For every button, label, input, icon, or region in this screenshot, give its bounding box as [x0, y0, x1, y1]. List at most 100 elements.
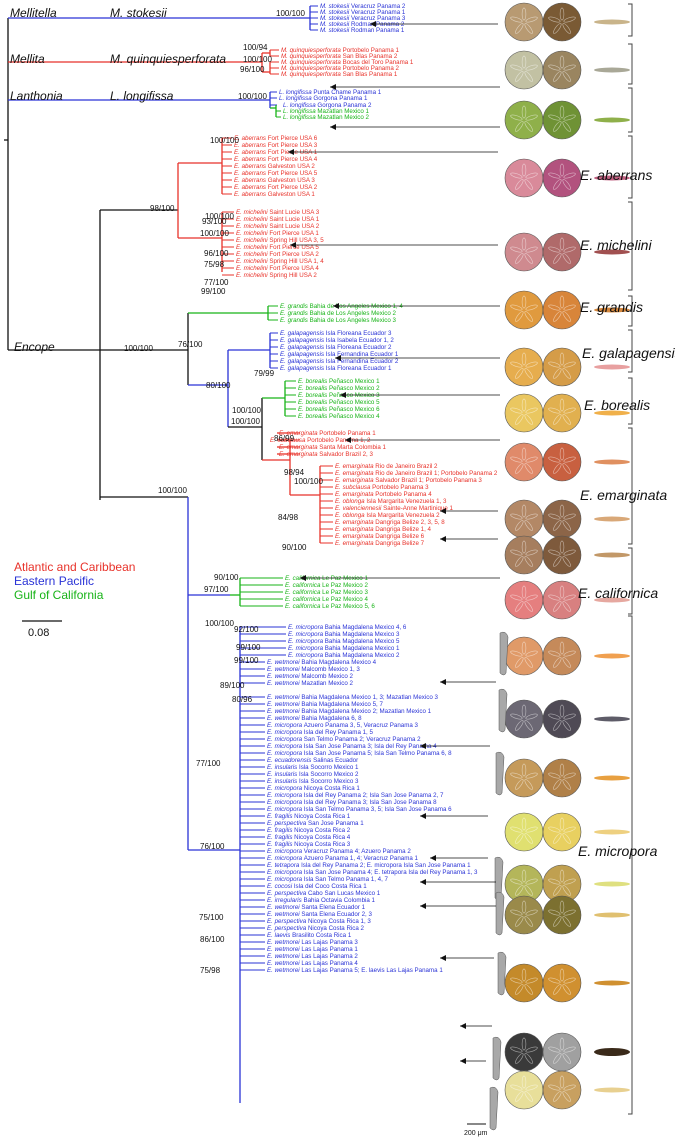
micron-scale-label: 200 μm: [464, 1130, 488, 1137]
petal-mark: [525, 826, 538, 833]
specimen-oral: [542, 699, 582, 739]
tip-label: M. stokesii Rodman Panama 2: [320, 21, 405, 28]
petal-mark: [524, 1053, 533, 1064]
specimen-oral: [542, 580, 582, 620]
petal-mark: [553, 657, 562, 668]
petal-mark: [521, 352, 527, 366]
tip-label: E. galapagensis Isla Floreana Ecuador 3: [280, 330, 392, 337]
petal-mark: [525, 246, 538, 253]
tip-label: E. subclausa Portobelo Panama 3: [335, 484, 429, 491]
petal-mark: [553, 833, 562, 844]
specimen-profile: [594, 1087, 630, 1093]
tip-label: E. micropora Isla del Rey Panama 1, 5: [267, 729, 373, 736]
petal-mark: [563, 456, 576, 463]
petal-mark: [525, 16, 538, 23]
petal-mark: [525, 114, 538, 121]
support-value: 75/100: [199, 913, 224, 922]
petal-mark: [553, 601, 562, 612]
arrow-head: [290, 242, 296, 248]
tip-label: M. stokesii Veracruz Panama 2: [320, 3, 406, 10]
tip-label: E. grandis Bahia de Los Angeles Mexico 2: [280, 310, 396, 317]
lantern-element: [495, 891, 505, 936]
petal-mark: [515, 916, 524, 927]
petal-mark: [510, 407, 523, 414]
petal-mark: [562, 556, 571, 567]
petal-mark: [525, 713, 538, 720]
specimen-aboral: [504, 699, 544, 739]
support-value: 100/100: [200, 229, 229, 238]
petal-mark: [562, 121, 571, 132]
petal-mark: [559, 763, 565, 777]
specimen-profile: [594, 1048, 630, 1056]
tip-label: M. quinquiesperforata Bocas del Toro Pan…: [281, 59, 414, 66]
specimen-oral: [542, 1032, 582, 1072]
petal-mark: [553, 121, 562, 132]
support-values: 100/100100/94100/10096/100100/100100/100…: [124, 9, 323, 975]
support-value: 80/100: [206, 381, 231, 390]
petal-mark: [521, 7, 527, 21]
petal-mark: [515, 253, 524, 264]
tip-label: E. wetmorei Santa Elena Ecuador 2, 3: [267, 911, 372, 918]
petal-mark: [515, 414, 524, 425]
clade-bracket: [628, 329, 633, 373]
arrow-head: [440, 679, 446, 685]
petal-mark: [548, 64, 561, 71]
legend-pacific: Eastern Pacific: [14, 574, 94, 588]
petal-mark: [521, 398, 527, 412]
petal-mark: [524, 779, 533, 790]
tip-label: E. californica Le Paz Mexico 2: [285, 582, 368, 589]
tip-label: E. wetmorei Las Lajas Panama 4: [267, 960, 358, 967]
support-value: 75/98: [200, 966, 221, 975]
species-label-borealis: E. borealis: [584, 397, 650, 413]
petal-mark: [515, 1091, 524, 1102]
arrow-head: [300, 575, 306, 581]
petal-mark: [521, 869, 527, 883]
support-value: 100/100: [243, 55, 272, 64]
specimen-oral: [542, 347, 582, 387]
tip-label: E. wetmorei Las Lajas Panama 3: [267, 939, 358, 946]
tip-label: E. borealis Peñasco Mexico 1: [298, 378, 380, 385]
petal-mark: [510, 713, 523, 720]
tree-branches: [4, 5, 333, 1103]
tip-label: E. laevis Brasilito Costa Rica 1: [267, 932, 352, 939]
petal-mark: [521, 968, 527, 982]
specimen-aboral: [504, 812, 544, 852]
lantern-element: [497, 951, 507, 996]
clade-bracket: [628, 201, 633, 291]
specimen-profile: [594, 829, 630, 835]
support-value: 89/100: [220, 681, 245, 690]
tip-label: E. borealis Peñasco Mexico 2: [298, 385, 380, 392]
specimen-oral: [542, 1070, 582, 1110]
specimen-profile: [594, 775, 630, 781]
petal-mark: [559, 163, 565, 177]
petal-mark: [525, 64, 538, 71]
specimen-profile: [594, 117, 630, 123]
petal-mark: [548, 407, 561, 414]
petal-mark: [559, 968, 565, 982]
petal-mark: [562, 916, 571, 927]
specimen-oral: [542, 232, 582, 272]
tip-label: E. californica Le Paz Mexico 1: [285, 575, 368, 582]
tip-label: E. emarginata Portobelo Panama 4: [335, 491, 432, 498]
petal-mark: [562, 414, 571, 425]
petal-mark: [524, 720, 533, 731]
tip-label: E. michelini Saint Lucie USA 1: [236, 216, 320, 223]
petal-mark: [548, 909, 561, 916]
arrow-head: [420, 813, 426, 819]
petal-mark: [548, 1046, 561, 1053]
specimen-profile: [594, 881, 630, 887]
tip-label: E. michelini Fort Pierce USA 1: [236, 230, 319, 237]
petal-mark: [548, 304, 561, 311]
support-value: 77/100: [204, 278, 229, 287]
petal-mark: [525, 977, 538, 984]
scale-bar-label: 0.08: [28, 627, 49, 639]
petal-mark: [525, 304, 538, 311]
support-value: 86/100: [200, 935, 225, 944]
petal-mark: [525, 772, 538, 779]
petal-mark: [563, 826, 576, 833]
tip-label: E. aberrans Fort Pierce USA 6: [234, 135, 318, 142]
petal-mark: [515, 556, 524, 567]
tip-label: M. quinquiesperforata San Blas Panama 2: [281, 53, 398, 60]
genus-label-mellita: Mellita: [10, 52, 45, 66]
